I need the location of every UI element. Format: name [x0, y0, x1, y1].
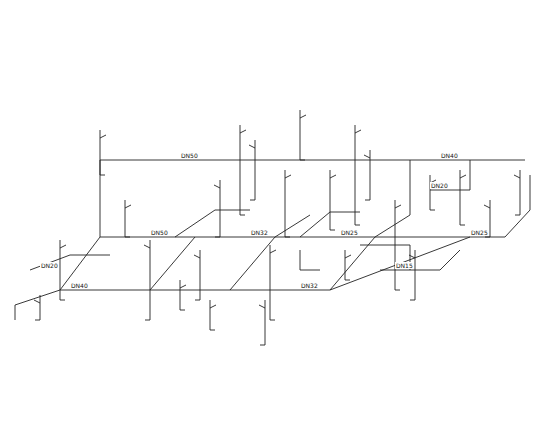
riser-pipe	[34, 295, 40, 320]
branch	[430, 160, 470, 190]
riser-pipe	[194, 250, 200, 300]
pipe-size-label: DN20	[40, 262, 59, 269]
branch	[175, 210, 250, 237]
pipe-size-label: DN25	[340, 229, 359, 236]
riser-pipe	[330, 170, 336, 230]
riser-pipe	[409, 250, 415, 300]
pipe-size-label: DN50	[180, 152, 199, 159]
riser-pipe	[240, 125, 246, 215]
pipe-size-label: DN50	[150, 229, 169, 236]
pipe-size-label: DN25	[470, 229, 489, 236]
branch	[30, 255, 110, 270]
riser-pipe	[60, 240, 66, 300]
riser-pipe	[364, 150, 370, 200]
left-diagonal	[60, 160, 100, 290]
upper-main	[100, 160, 525, 161]
branch	[150, 237, 195, 290]
branch	[300, 250, 320, 270]
pipe-size-label: DN20	[430, 182, 449, 189]
pipe-size-label: DN32	[300, 282, 319, 289]
riser-pipe	[144, 240, 150, 320]
riser-pipe	[430, 175, 436, 210]
pipe-size-label: DN40	[440, 152, 459, 159]
riser-pipe	[125, 200, 131, 237]
riser-pipe	[100, 130, 106, 175]
lower-main	[15, 237, 470, 320]
riser-group	[34, 110, 520, 345]
pipe-runs	[15, 160, 530, 320]
riser-pipe	[249, 140, 255, 200]
riser-pipe	[514, 170, 520, 215]
riser-pipe	[210, 300, 216, 330]
riser-pipe	[285, 170, 291, 237]
middle-main	[100, 237, 505, 238]
riser-pipe	[355, 125, 361, 225]
pipe-size-label: DN15	[395, 262, 414, 269]
riser-pipe	[460, 170, 466, 225]
riser-pipe	[300, 110, 306, 160]
branch	[380, 250, 460, 270]
riser-pipe	[180, 280, 186, 310]
branch	[505, 175, 530, 237]
riser-pipe	[259, 300, 265, 345]
riser-pipe	[395, 200, 401, 290]
pipe-size-label: DN40	[70, 282, 89, 289]
riser-pipe	[214, 180, 220, 237]
riser-pipe	[345, 250, 351, 280]
pipe-size-label: DN32	[250, 229, 269, 236]
riser-pipe	[270, 245, 276, 320]
